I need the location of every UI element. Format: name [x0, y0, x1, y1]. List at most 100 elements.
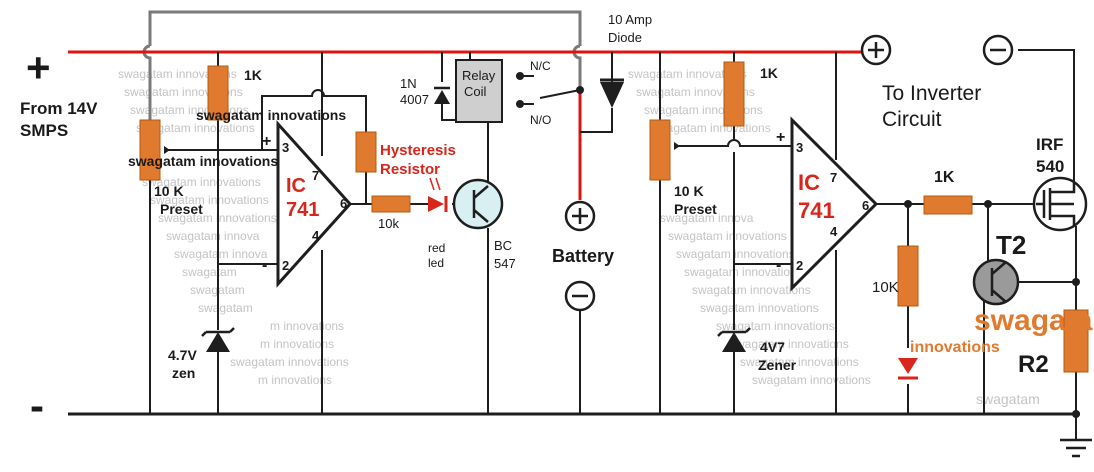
preset-right-arrow-icon: [674, 142, 680, 150]
watermark-text: swagatam: [198, 301, 253, 315]
inverter-label-line1: To Inverter: [882, 82, 981, 105]
relay-coil-box: [455, 59, 503, 123]
pin-3-right: 3: [796, 140, 803, 155]
led-left-label-line1: red: [428, 241, 445, 255]
res-10k-led: [371, 195, 411, 213]
relay-label-line1: Relay: [462, 68, 496, 83]
opamp-left-triangle: [276, 120, 353, 288]
watermark-text: swagatam innovations: [118, 67, 237, 81]
junction-dot: [904, 200, 912, 208]
supply-label-line2: SMPS: [20, 121, 68, 140]
opamp-right-triangle: [790, 116, 879, 292]
pin-plus-right: +: [776, 129, 785, 146]
watermark-text: swagatam innova: [166, 229, 260, 243]
watermark-text: swagatam: [976, 391, 1040, 407]
diode-1n4007-label-line1: 1N: [400, 76, 417, 91]
bc547-symbol: [472, 185, 489, 223]
preset-left-arrow-icon: [164, 146, 170, 154]
preset-right-label-line1: 10 K: [674, 183, 704, 199]
zener-left-label-line1: 4.7V: [168, 347, 197, 363]
junction-dot: [1072, 410, 1080, 418]
zener-right-label-line1: 4V7: [760, 339, 785, 355]
preset-left-resistor: [139, 119, 161, 181]
red-led-left-rays: [429, 177, 441, 191]
preset-left-label-line1: 10 K: [154, 183, 184, 199]
watermark-text: swagatam innova: [660, 211, 754, 225]
watermark-text: swagatam innovations: [716, 319, 835, 333]
res-1k-left-label: 1K: [244, 67, 262, 83]
zener-left-bar: [201, 327, 235, 337]
diode-10a-icon: [600, 82, 624, 108]
pin-7-right: 7: [830, 170, 837, 185]
mosfet-label-line1: IRF: [1036, 135, 1063, 154]
mosfet-label-line2: 540: [1036, 157, 1064, 176]
pin-plus-left: +: [262, 133, 271, 150]
res-10k-output: [897, 245, 919, 307]
no-label: N/O: [530, 113, 551, 127]
bc547-transistor-icon: [452, 178, 504, 230]
diode-1n4007-label-line2: 4007: [400, 92, 429, 107]
no-contact-dot: [516, 100, 524, 108]
res-10k-led-label: 10k: [378, 216, 399, 231]
nc-contact-dot: [516, 72, 524, 80]
res-1k-gate: [923, 195, 973, 215]
red-led-left-icon: [428, 196, 444, 212]
watermark-text: swagatam innovations: [752, 373, 871, 387]
preset-right-label-line2: Preset: [674, 201, 717, 217]
res-1k-right-top-label: 1K: [760, 65, 778, 81]
preset-right-resistor: [649, 119, 671, 181]
hysteresis-loop-wire: [261, 89, 367, 150]
watermark-text: swagatam innovations: [700, 301, 819, 315]
zener-left-icon: [206, 332, 230, 352]
wm-brand-overlay: swagatam: [974, 304, 1094, 337]
pin-6-left: 6: [340, 196, 347, 211]
pin-2-left: 2: [282, 258, 289, 273]
nc-label: N/C: [530, 59, 551, 73]
t2-transistor-icon: [972, 258, 1020, 306]
diode-10a-label-line2: Diode: [608, 30, 642, 45]
watermark-text: swagatam innovations: [692, 283, 811, 297]
watermark-text: m innovations: [258, 373, 332, 387]
res-1k-left: [207, 65, 229, 121]
hysteresis-label-line1: Hysteresis: [380, 142, 456, 159]
watermark-text: swagatam innovations: [684, 265, 803, 279]
res-1k-gate-label: 1K: [934, 169, 955, 186]
t2-label: T2: [996, 230, 1026, 260]
supply-plus-label: +: [26, 44, 51, 91]
watermark-text: swagatam innovations: [142, 175, 261, 189]
supply-minus-label: -: [30, 382, 44, 429]
watermark-text: swagatam innovations: [150, 193, 269, 207]
preset-left-label-line2: Preset: [160, 201, 203, 217]
watermark-text: swagatam innova: [174, 247, 268, 261]
inverter-plus-icon: [868, 42, 884, 58]
watermark-text: swagatam innovations: [740, 355, 859, 369]
battery-label: Battery: [552, 246, 614, 266]
common-contact-dot: [576, 86, 584, 94]
watermark-text: swagatam innovations: [136, 121, 255, 135]
pin-6-right: 6: [862, 198, 869, 213]
res-10k-output-label: 10K: [872, 279, 899, 296]
top-loop-wire: [148, 10, 582, 46]
hysteresis-label-line2: Resistor: [380, 161, 440, 178]
pin-3-left: 3: [282, 140, 289, 155]
watermark-text: swagatam: [182, 265, 237, 279]
relay-arm: [539, 89, 581, 99]
right-noninv-wire: [676, 139, 792, 147]
diode-10a-label-line1: 10 Amp: [608, 12, 652, 27]
watermark-text: swagatam innovations: [230, 355, 349, 369]
wm-innovations-overlay: innovations: [910, 339, 1000, 356]
inverter-label-line2: Circuit: [882, 108, 942, 131]
res-1k-right: [723, 61, 745, 127]
pin-7-left: 7: [312, 168, 319, 183]
junction-dot: [1072, 278, 1080, 286]
led-left-label-line2: led: [428, 256, 444, 270]
wm-overlay-left: swagatam innovations: [128, 153, 278, 169]
ic-right-prefix: IC: [798, 170, 820, 195]
watermark-layer: swagatam innovations swagatam innovation…: [118, 67, 1040, 407]
watermark-text: m innovations: [270, 319, 344, 333]
wm-overlay-left-top: swagatam innovations: [196, 107, 346, 123]
watermark-text: swagatam innovations: [676, 247, 795, 261]
watermark-text: m innovations: [260, 337, 334, 351]
zener-left-label-line2: zen: [172, 365, 195, 381]
